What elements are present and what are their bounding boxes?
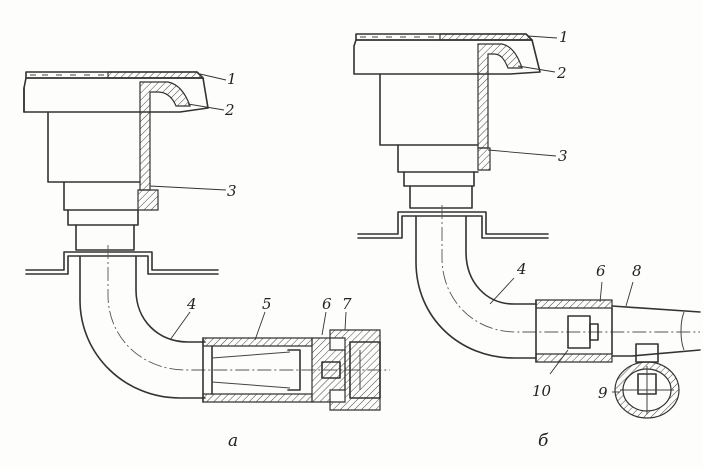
gas-pipe-b <box>611 305 701 357</box>
label-a-4: 4 <box>186 295 197 313</box>
label-a-5: 5 <box>262 295 272 313</box>
figure-a: 1 2 3 4 5 6 7 а <box>23 70 390 451</box>
leaders-a <box>149 73 347 341</box>
caption-a: а <box>228 431 238 451</box>
nozzle-a <box>311 337 346 403</box>
label-b-8: 8 <box>632 262 642 280</box>
mounting-bracket-b <box>357 211 549 239</box>
nozzle-nut-a <box>329 329 381 411</box>
label-b-10: 10 <box>532 382 552 400</box>
mixer-tube-a <box>47 111 141 251</box>
burner-cap-b <box>355 33 534 41</box>
label-b-4: 4 <box>516 260 527 278</box>
injector-housing-a <box>202 337 313 403</box>
ring-clamp-b <box>614 343 680 419</box>
label-a-7: 7 <box>342 295 352 313</box>
label-a-6: 6 <box>322 295 332 313</box>
label-a-1: 1 <box>227 70 237 88</box>
caption-b: б <box>538 431 549 451</box>
label-b-2: 2 <box>556 64 567 82</box>
burner-body-a <box>23 77 209 211</box>
figure-b: 1 2 3 4 6 8 9 10 б <box>353 28 701 451</box>
label-b-3: 3 <box>558 147 568 165</box>
mixer-tube-b <box>379 73 479 209</box>
label-b-6: 6 <box>596 262 606 280</box>
elbow-pipe-b <box>415 205 700 359</box>
mounting-bracket-a <box>25 251 219 275</box>
label-b-9: 9 <box>598 384 608 402</box>
leaders-b <box>487 35 634 393</box>
label-a-3: 3 <box>227 182 237 200</box>
nozzle-holder-b <box>535 299 613 363</box>
label-b-1: 1 <box>559 28 569 46</box>
label-a-2: 2 <box>224 101 235 119</box>
burner-body-b <box>353 39 541 171</box>
nozzle-b <box>567 315 599 349</box>
elbow-pipe-a <box>79 245 390 399</box>
burner-cap-a <box>25 71 205 79</box>
